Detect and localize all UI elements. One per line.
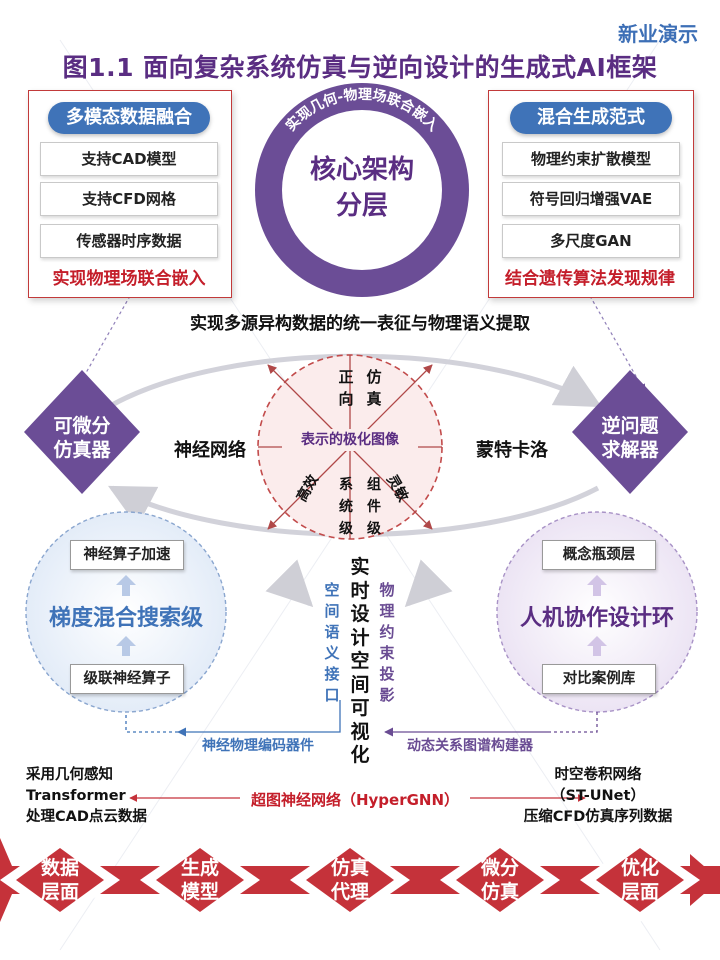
left-panel-header: 多模态数据融合 <box>48 102 210 134</box>
polar-center-label: 表示的极化图像 <box>282 429 418 451</box>
right-panel-header: 混合生成范式 <box>510 102 672 134</box>
bottom-left-line1: 采用几何感知 <box>26 767 113 783</box>
contrast-case-library-box: 对比案例库 <box>542 664 656 694</box>
right-panel-footer: 结合遗传算法发现规律 <box>505 269 675 289</box>
spatial-semantic-interface-vertical: 空间语义接口 <box>324 581 340 704</box>
stage-4-line2: 仿真 <box>480 881 519 903</box>
polar-system-level-label: 系统级 <box>339 477 353 537</box>
left-diamond-label: 可微分 仿真器 <box>32 414 132 462</box>
monte-carlo-label: 蒙特卡洛 <box>476 440 548 461</box>
bottom-right-line2: （ST-UNet） <box>551 788 645 804</box>
right-panel-item-gan: 多尺度GAN <box>502 224 680 258</box>
hypergnn-label: 超图神经网络（HyperGNN） <box>250 791 460 809</box>
bottom-left-line3: 处理CAD点云数据 <box>26 809 147 825</box>
core-title: 核心架构 分层 <box>282 152 442 224</box>
stage-5-line1: 优化 <box>620 857 659 879</box>
dynamic-graph-builder-label: 动态关系图谱构建器 <box>407 738 533 754</box>
unified-caption: 实现多源异构数据的统一表征与物理语义提取 <box>190 314 530 334</box>
cascaded-neural-operator-box: 级联神经算子 <box>70 664 184 694</box>
neural-physics-encoder-label: 神经物理编码器件 <box>202 738 314 754</box>
left-panel-item-cfd: 支持CFD网格 <box>40 182 218 216</box>
stage-3-line1: 仿真 <box>330 857 369 879</box>
concept-bottleneck-box: 概念瓶颈层 <box>542 540 656 570</box>
stage-simulation-surrogate: 仿真 代理 <box>310 856 390 904</box>
stage-3-line2: 代理 <box>330 881 369 903</box>
right-diamond-label: 逆问题 求解器 <box>580 414 680 462</box>
right-diamond-line1: 逆问题 <box>601 415 659 437</box>
realtime-design-space-vertical: 实时设计空间可视化 <box>350 556 370 766</box>
core-title-line2: 分层 <box>335 191 388 221</box>
stage-2-line1: 生成 <box>180 857 219 879</box>
stage-optimization-level: 优化 层面 <box>600 856 680 904</box>
physics-constraint-projection-vertical: 物理约束投影 <box>379 581 395 704</box>
left-panel-item-cad: 支持CAD模型 <box>40 142 218 176</box>
stage-1-line1: 数据 <box>40 857 79 879</box>
core-title-line1: 核心架构 <box>309 155 414 185</box>
human-ai-design-loop-title: 人机协作设计环 <box>519 606 674 631</box>
left-diamond-line1: 可微分 <box>53 415 111 437</box>
stage-4-line1: 微分 <box>480 857 519 879</box>
stage-data-level: 数据 层面 <box>20 856 100 904</box>
bottom-right-line1: 时空卷积网络 <box>554 767 642 783</box>
stage-1-line2: 层面 <box>40 881 79 903</box>
neural-operator-accel-box: 神经算子加速 <box>70 540 184 570</box>
stage-generative-model: 生成 模型 <box>160 856 240 904</box>
figure-title: 图1.1 面向复杂系统仿真与逆向设计的生成式AI框架 <box>62 53 658 82</box>
publisher-label: 新业演示 <box>618 22 698 46</box>
left-panel-item-sensor: 传感器时序数据 <box>40 224 218 258</box>
bottom-left-description: 采用几何感知 Transformer 处理CAD点云数据 <box>26 765 226 828</box>
gradient-hybrid-search-title: 梯度混合搜索级 <box>48 606 203 631</box>
bottom-right-line3: 压缩CFD仿真序列数据 <box>523 809 673 825</box>
polar-upper-left-label: 正向 <box>338 368 354 408</box>
right-panel-item-vae: 符号回归增强VAE <box>502 182 680 216</box>
stage-2-line2: 模型 <box>180 881 219 903</box>
right-panel-item-diffusion: 物理约束扩散模型 <box>502 142 680 176</box>
bottom-right-description: 时空卷积网络 （ST-UNet） 压缩CFD仿真序列数据 <box>500 765 696 828</box>
right-diamond-line2: 求解器 <box>601 439 659 461</box>
polar-component-level-label: 组件级 <box>367 477 381 537</box>
bottom-left-line2: Transformer <box>26 788 126 804</box>
neural-network-label: 神经网络 <box>174 440 246 461</box>
stage-5-line2: 层面 <box>620 881 659 903</box>
stage-differentiable-simulation: 微分 仿真 <box>460 856 540 904</box>
left-diamond-line2: 仿真器 <box>53 439 111 461</box>
polar-upper-right-label: 仿真 <box>366 368 382 408</box>
left-panel-footer: 实现物理场联合嵌入 <box>52 269 206 289</box>
